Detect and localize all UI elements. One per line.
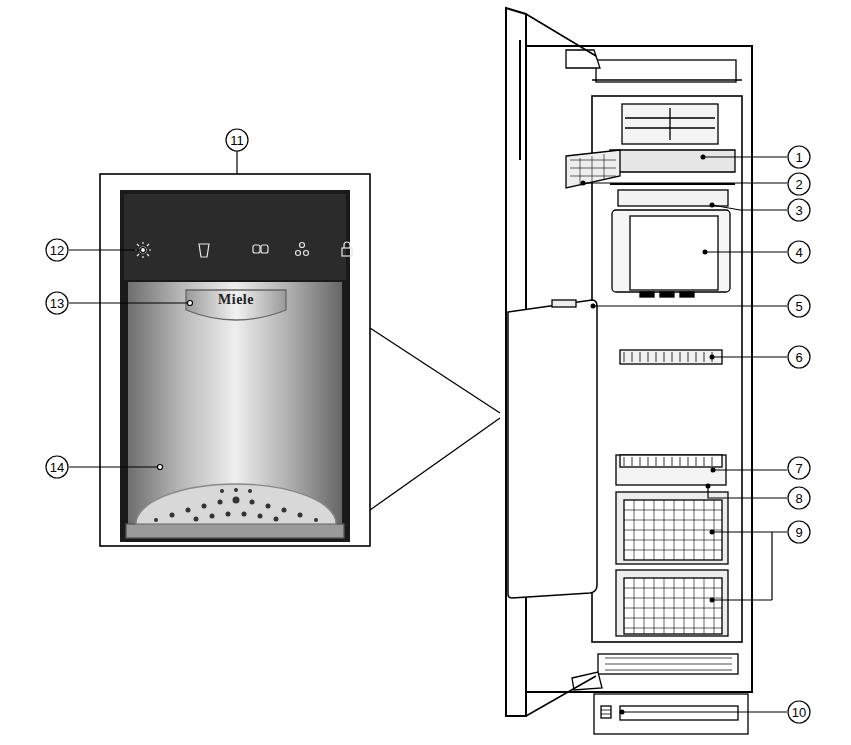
callout-number: 6 bbox=[795, 351, 802, 364]
callout-number: 8 bbox=[795, 492, 802, 505]
callout-number: 13 bbox=[50, 297, 64, 310]
callout-number: 9 bbox=[795, 526, 802, 539]
callout-number: 7 bbox=[795, 462, 802, 475]
callout-number: 1 bbox=[795, 151, 802, 164]
callout-number: 11 bbox=[230, 134, 244, 147]
drip-grille-holes bbox=[154, 488, 318, 522]
leader-dots bbox=[581, 155, 716, 715]
callout-number: 3 bbox=[795, 204, 802, 217]
callout-number: 14 bbox=[50, 461, 64, 474]
callout-number: 5 bbox=[795, 300, 802, 313]
callout-number: 10 bbox=[792, 706, 806, 719]
callout-number: 2 bbox=[795, 178, 802, 191]
leader-lines bbox=[46, 129, 810, 723]
callout-number: 4 bbox=[795, 246, 802, 259]
brand-logo: Miele bbox=[218, 293, 254, 307]
callout-number: 12 bbox=[50, 244, 64, 257]
